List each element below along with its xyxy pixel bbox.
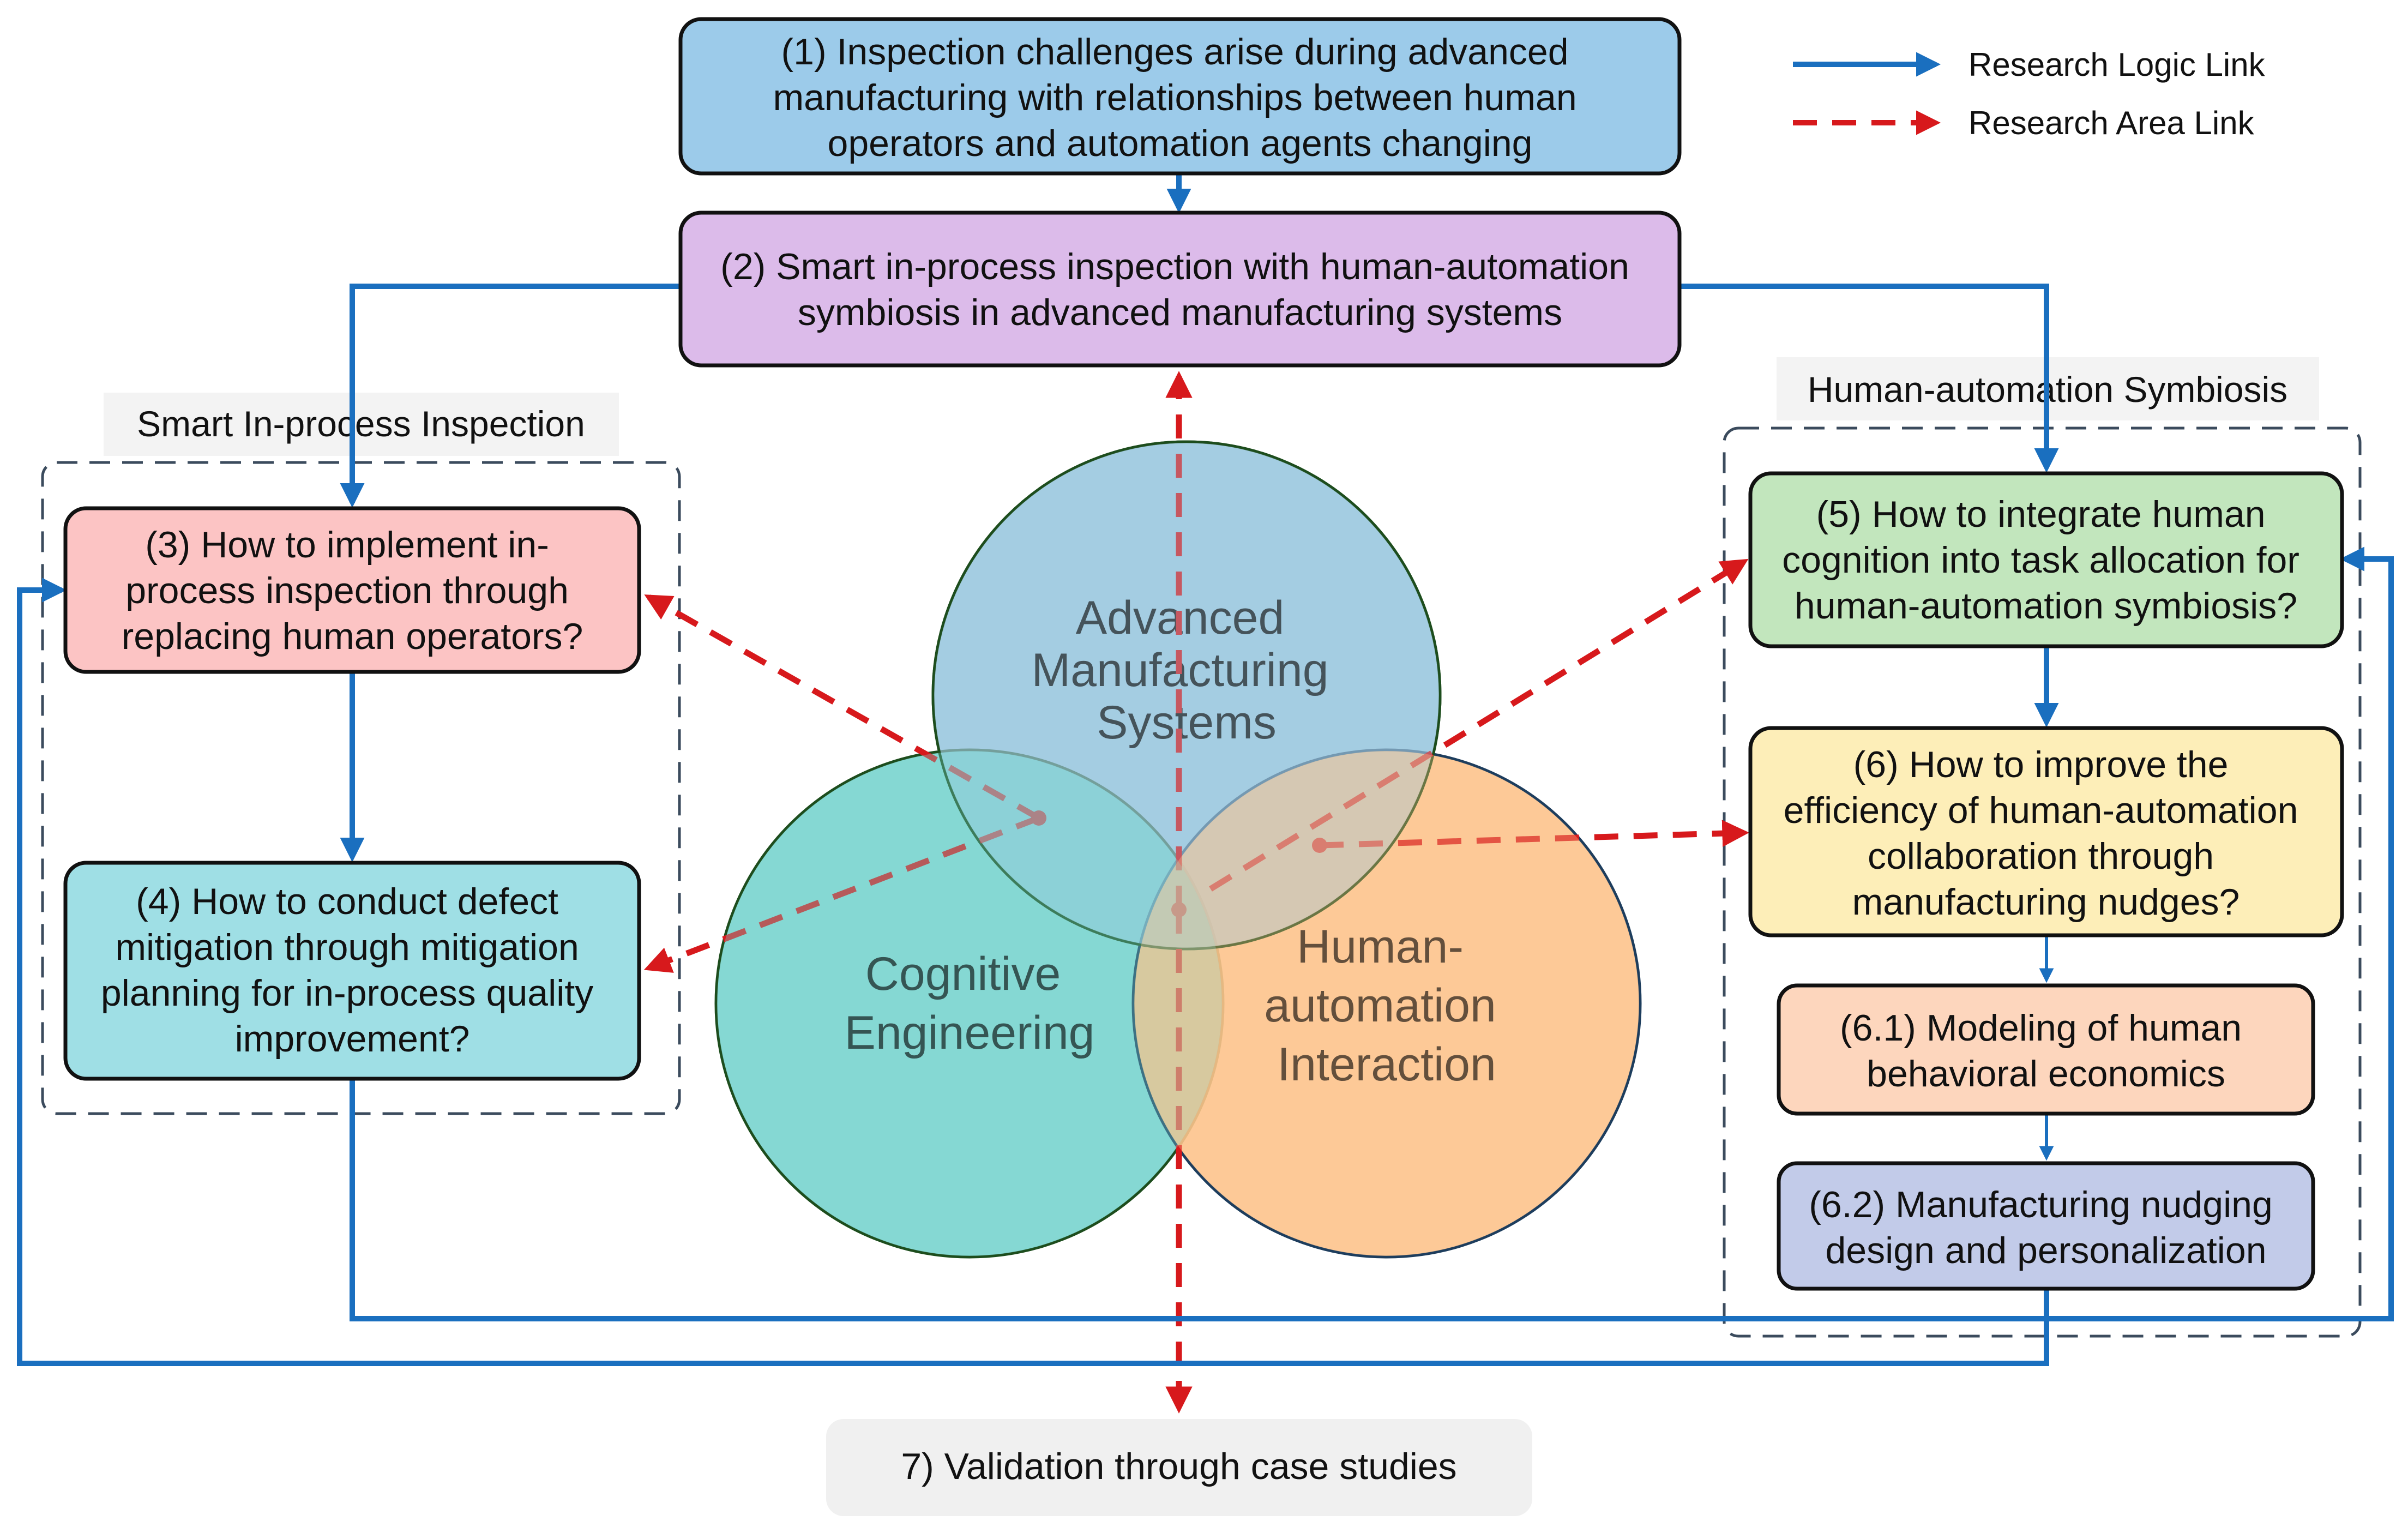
box-6-line: (6) How to improve the: [1853, 744, 2229, 785]
area-link-to-3: [644, 594, 1040, 821]
box-6-2-line: (6.2) Manufacturing nudging: [1809, 1184, 2273, 1225]
box-4: (4) How to conduct defect mitigation thr…: [63, 861, 641, 1081]
group-smart-inspection: Smart In-process Inspection: [41, 393, 681, 1115]
box-7-line: 7) Validation through case studies: [901, 1446, 1456, 1487]
box-2-frame: [678, 211, 1682, 368]
box-7: 7) Validation through case studies: [826, 1419, 1532, 1516]
circle-label-hai-line: Interaction: [1277, 1038, 1496, 1091]
box-6-line: collaboration through: [1868, 835, 2214, 877]
group-title-left: Smart In-process Inspection: [137, 404, 585, 444]
area-node-center: [1171, 902, 1187, 917]
mute-ams: [934, 443, 1439, 948]
box-3-text: (3) How to implement in- process inspect…: [122, 524, 583, 657]
group-frame-left: [41, 461, 681, 1115]
box-3-frame: [63, 506, 641, 674]
box-4-line: improvement?: [235, 1018, 470, 1060]
box-1-line: (1) Inspection challenges arise during a…: [781, 31, 1569, 73]
circle-label-ams-line: Systems: [1097, 696, 1277, 749]
box-5-line: (5) How to integrate human: [1816, 494, 2266, 535]
box-6: (6) How to improve the efficiency of hum…: [1748, 726, 2344, 937]
box-2-line: symbiosis in advanced manufacturing syst…: [798, 292, 1562, 333]
box-4-text: (4) How to conduct defect mitigation thr…: [101, 881, 604, 1060]
area-node-ams-hai: [1312, 838, 1327, 853]
box-2-line: (2) Smart in-process inspection with hum…: [720, 246, 1629, 287]
box-5-text: (5) How to integrate human cognition int…: [1782, 494, 2310, 627]
box-4-line: planning for in-process quality: [101, 972, 593, 1014]
group-title-bg-left: [104, 393, 619, 456]
box-1-line: operators and automation agents changing: [828, 123, 1533, 164]
circle-label-hai-line: automation: [1264, 979, 1496, 1032]
legend-logic-label: Research Logic Link: [1968, 46, 2266, 83]
box-6-1-line: behavioral economics: [1867, 1053, 2225, 1095]
link-muting-overlay: [717, 443, 1639, 1256]
logic-link-62-3: [17, 578, 2049, 1366]
box-6-1-frame: [1777, 983, 2315, 1116]
area-node-ce-ams: [1031, 810, 1046, 826]
box-6-2-text: (6.2) Manufacturing nudging design and p…: [1809, 1184, 2283, 1271]
box-7-text: 7) Validation through case studies: [901, 1446, 1456, 1487]
box-3-line: (3) How to implement in-: [145, 524, 549, 566]
box-1-line: manufacturing with relationships between…: [773, 77, 1576, 118]
research-logic-links: [17, 173, 2394, 1366]
box-1: (1) Inspection challenges arise during a…: [678, 17, 1682, 176]
box-3-line: process inspection through: [125, 570, 569, 611]
circle-advanced-manufacturing-systems-overlay: [931, 440, 1442, 951]
box-4-line: (4) How to conduct defect: [136, 881, 558, 922]
box-1-text: (1) Inspection challenges arise during a…: [773, 31, 1587, 164]
legend: Research Logic Link Research Area Link: [1793, 46, 2266, 141]
box-4-frame: [63, 861, 641, 1081]
box-2: (2) Smart in-process inspection with hum…: [678, 211, 1682, 368]
box-1-frame: [678, 17, 1682, 176]
circle-label-hai-line: Human-: [1297, 921, 1464, 973]
research-area-links: [643, 371, 1749, 1414]
box-6-1: (6.1) Modeling of human behavioral econo…: [1777, 983, 2315, 1116]
box-7-frame: [826, 1419, 1532, 1516]
box-3: (3) How to implement in- process inspect…: [63, 506, 641, 674]
logic-link-4-5: [350, 546, 2394, 1321]
circle-label-ce: Cognitive Engineering: [844, 948, 1094, 1059]
box-6-line: manufacturing nudges?: [1852, 881, 2240, 923]
box-5-line: human-automation symbiosis?: [1795, 585, 2297, 627]
logic-link-2-3: [340, 284, 681, 508]
area-link-to-5: [1209, 558, 1749, 892]
box-6-line: efficiency of human-automation: [1784, 790, 2298, 831]
box-6-text: (6) How to improve the efficiency of hum…: [1784, 744, 2309, 923]
box-6-2-frame: [1777, 1161, 2315, 1291]
box-6-2-line: design and personalization: [1825, 1230, 2266, 1271]
area-link-to-4: [643, 815, 1040, 973]
legend-area-label: Research Area Link: [1968, 105, 2255, 141]
box-5-line: cognition into task allocation for: [1782, 539, 2299, 581]
circle-human-automation-interaction: [1131, 748, 1642, 1259]
mute-hai: [1134, 751, 1639, 1256]
venn-diagram: Advanced Manufacturing Systems Cognitive…: [714, 440, 1642, 1259]
box-6-frame: [1748, 726, 2344, 937]
box-2-text: (2) Smart in-process inspection with hum…: [720, 246, 1640, 333]
circle-label-hai: Human- automation Interaction: [1264, 921, 1509, 1091]
box-6-1-line: (6.1) Modeling of human: [1840, 1007, 2242, 1049]
circle-label-ce-line: Cognitive: [865, 948, 1061, 1000]
box-5-frame: [1748, 471, 2344, 648]
box-5: (5) How to integrate human cognition int…: [1748, 471, 2344, 648]
mute-ce: [717, 751, 1222, 1256]
area-link-to-6: [1319, 820, 1749, 849]
box-3-line: replacing human operators?: [122, 616, 583, 657]
box-6-2: (6.2) Manufacturing nudging design and p…: [1777, 1161, 2315, 1291]
area-link-nodes: [1031, 810, 1327, 917]
box-4-line: mitigation through mitigation: [115, 927, 579, 968]
box-6-1-text: (6.1) Modeling of human behavioral econo…: [1840, 1007, 2252, 1095]
group-frame-right: [1723, 426, 2362, 1338]
logic-link-2-5: [1679, 284, 2059, 473]
circle-label-ce-line: Engineering: [844, 1007, 1094, 1059]
